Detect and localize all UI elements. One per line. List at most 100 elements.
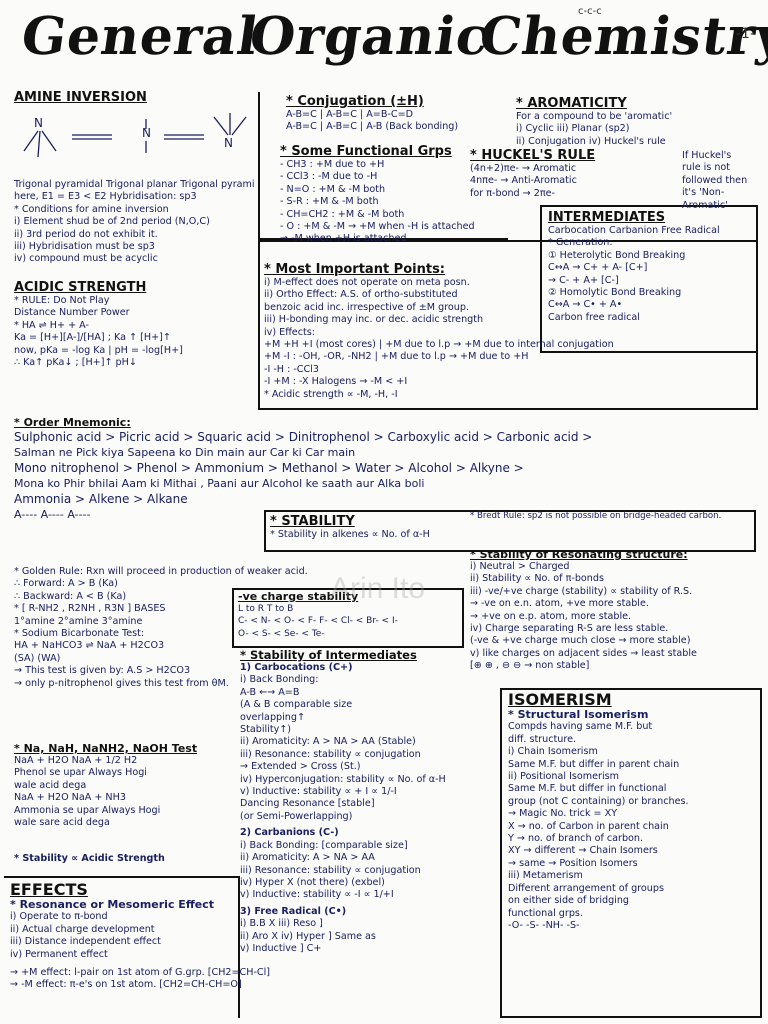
carbocation-line: iii) Resonance: stability ∝ conjugation <box>240 748 421 760</box>
amine-line: i) Element shud be of 2nd period (N,O,C) <box>14 216 210 228</box>
intermediates-line: Carbon free radical <box>548 311 640 323</box>
carbanion-heading: 2) Carbanions (C-) <box>240 827 339 839</box>
resonating-line: iv) Charge separating R-S are less stabl… <box>470 623 669 635</box>
conjugation-section: * Conjugation (±H) A-B=C | A-B=C | A=B-C… <box>286 94 506 134</box>
effects-line: iv) Permanent effect <box>10 948 108 960</box>
intermed-stab-heading: * Stability of Intermediates <box>240 648 417 662</box>
free-radical-line: ii) Aro X iv) Hyper ] Same as <box>240 930 376 942</box>
amine-line: iii) Hybridisation must be sp3 <box>14 241 155 253</box>
important-line: i) M-effect does not operate on meta pos… <box>264 277 470 288</box>
golden-section: * Golden Rule: Rxn will proceed in produ… <box>14 566 314 690</box>
isomerism-section: ISOMERISM * Structural Isomerism Compds … <box>508 690 760 932</box>
functional-line: - S-R : +M & -M both <box>280 196 379 208</box>
aromaticity-section: * AROMATICITY For a compound to be 'arom… <box>516 96 762 148</box>
functional-line: - O : +M & -M → +M when -H is attached <box>280 221 475 233</box>
amine-section: AMINE INVERSION N N N Trigonal pyramidal… <box>14 90 254 266</box>
important-line: -I +M : -X Halogens → -M < +I <box>264 376 408 388</box>
free-radical-line: i) B.B X iii) Reso ] <box>240 918 323 930</box>
effects-line: → -M effect: π-e's on 1st atom. [CH2=CH-… <box>10 979 242 991</box>
functional-section: * Some Functional Grps - CH3 : +M due to… <box>280 144 506 246</box>
stability-alkene-line: * Stability in alkenes ∝ No. of α-H <box>270 529 430 540</box>
effects-line: iii) Distance independent effect <box>10 936 161 948</box>
golden-line: 1°amine 2°amine 3°amine <box>14 615 143 627</box>
golden-line: → This test is given by: A.S > H2CO3 <box>14 665 191 677</box>
title-general: General <box>17 6 263 67</box>
important-section: * Most Important Points: i) M-effect doe… <box>264 262 754 401</box>
golden-line: ∴ Backward: A < B (Ka) <box>14 590 127 602</box>
functional-line: - CH3 : +M due to +H <box>280 159 385 170</box>
huckel-side-line: rule is not <box>682 162 731 174</box>
carbanion-line: v) Inductive: stability ∝ -I ∝ 1/+I <box>240 889 394 901</box>
acidic-heading: ACIDIC STRENGTH <box>14 280 147 295</box>
functional-line: - N=O : +M & -M both <box>280 183 386 195</box>
carbocation-line: v) Inductive: stability ∝ + I ∝ 1/-I <box>240 786 397 798</box>
golden-line: (SA) (WA) <box>14 652 61 664</box>
important-line: +M -I : -OH, -OR, -NH2 | +M due to l.p →… <box>264 351 529 363</box>
svg-text:N: N <box>34 116 43 130</box>
isomerism-line: group (not C containing) or branches. <box>508 795 689 807</box>
isomerism-heading: ISOMERISM <box>508 690 612 709</box>
carbocation-heading: 1) Carbocations (C+) <box>240 662 353 673</box>
effects-line: → +M effect: l-pair on 1st atom of G.grp… <box>10 967 271 979</box>
isomerism-line: functional grps. <box>508 907 583 919</box>
aromaticity-line: i) Cyclic iii) Planar (sp2) <box>516 123 630 135</box>
order-line: Mona ko Phir bhilai Aam ki Mithai , Paan… <box>14 477 425 490</box>
sodium-test-heading: * Na, NaH, NaNH2, NaOH Test <box>14 742 198 755</box>
amine-line: * Conditions for amine inversion <box>14 203 169 215</box>
important-line: * Acidic strength ∝ -M, -H, -I <box>264 388 398 400</box>
amine-lines: Trigonal pyramidal Trigonal planar Trigo… <box>14 179 254 266</box>
aromaticity-line: ii) Conjugation iv) Huckel's rule <box>516 135 666 147</box>
intermed-stab-section: * Stability of Intermediates 1) Carbocat… <box>240 648 496 955</box>
sodium-test-line: * Stability ∝ Acidic Strength <box>14 853 165 865</box>
sodium-test-line: Ammonia se upar Always Hogi <box>14 804 161 816</box>
order-line: Mono nitrophenol > Phenol > Ammonium > M… <box>14 461 524 475</box>
bredt-line: * Bredt Rule: sp2 is not possible on bri… <box>470 511 722 521</box>
negcharge-line: O- < S- < Se- < Te- <box>238 628 325 639</box>
effects-section: EFFECTS * Resonance or Mesomeric Effect … <box>10 880 380 992</box>
negcharge-line: C- < N- < O- < F- F- < Cl- < Br- < I- <box>238 616 398 627</box>
isomerism-line: ii) Positional Isomerism <box>508 771 619 783</box>
negcharge-heading: -ve charge stability <box>238 590 359 603</box>
huckel-heading: * HUCKEL'S RULE <box>470 148 596 163</box>
huckel-side-line: If Huckel's <box>682 150 732 161</box>
carbanion-line: iv) Hyper X (not there) (exbel) <box>240 876 385 888</box>
watermark: Arin Ito <box>330 572 426 605</box>
golden-line: HA + NaHCO3 ⇌ NaA + H2CO3 <box>14 640 165 652</box>
intermediates-line: Carbocation Carbanion Free Radical <box>548 225 720 236</box>
carbocation-line: ii) Aromaticity: A > NA > AA (Stable) <box>240 736 416 748</box>
title-chemistry: Chemistry <box>475 6 768 67</box>
order-section: * Order Mnemonic: Sulphonic acid > Picri… <box>14 416 758 522</box>
resonating-line: → +ve on e.p. atom, more stable. <box>470 610 632 622</box>
amine-structures-diagram: N N N <box>23 113 247 158</box>
sodium-test-line: wale sare acid dega <box>14 817 110 829</box>
golden-line: ∴ Forward: A > B (Ka) <box>14 578 118 590</box>
resonating-line: i) Neutral > Charged <box>470 561 570 572</box>
order-heading: * Order Mnemonic: <box>14 416 131 429</box>
isomerism-line: Same M.F. but differ in functional <box>508 783 667 795</box>
isomerism-line: Same M.F. but differ in parent chain <box>508 758 680 770</box>
huckel-side-line: it's 'Non- <box>682 187 725 199</box>
carbocation-line: iv) Hyperconjugation: stability ∝ No. of… <box>240 773 446 785</box>
isomerism-line: on either side of bridging <box>508 895 630 907</box>
effects-line: ii) Actual charge development <box>10 923 155 935</box>
carbanion-line: iii) Resonance: stability ∝ conjugation <box>240 864 421 876</box>
golden-line: * Golden Rule: Rxn will proceed in produ… <box>14 566 308 577</box>
negcharge-line: L to R T to B <box>238 604 294 614</box>
effects-heading: EFFECTS <box>10 880 88 899</box>
important-line: ii) Ortho Effect: A.S. of ortho-substitu… <box>264 289 458 301</box>
svg-text:N: N <box>224 136 233 150</box>
margin-mark: c-c-c <box>578 6 602 17</box>
important-heading: * Most Important Points: <box>264 262 446 277</box>
resonating-line: iii) -ve/+ve charge (stability) ∝ stabil… <box>470 585 693 597</box>
resonating-line: [⊕ ⊕ , ⊖ ⊖ → non stable] <box>470 660 590 672</box>
acidic-section: ACIDIC STRENGTH * RULE: Do Not Play Dist… <box>14 280 254 369</box>
intermediates-line: ② Homolytic Bond Breaking <box>548 287 682 299</box>
amine-line: Trigonal pyramidal Trigonal planar Trigo… <box>14 179 254 190</box>
carbanion-line: ii) Aromaticity: A > NA > AA <box>240 852 375 864</box>
resonating-line: → -ve on e.n. atom, +ve more stable. <box>470 598 649 610</box>
intermediates-line: * Generation: <box>548 237 613 249</box>
sodium-test-line: wale acid dega <box>14 779 87 791</box>
intermediates-line: ① Heterolytic Bond Breaking <box>548 249 686 261</box>
huckel-line: 4nπe- → Anti-Aromatic <box>470 175 577 187</box>
